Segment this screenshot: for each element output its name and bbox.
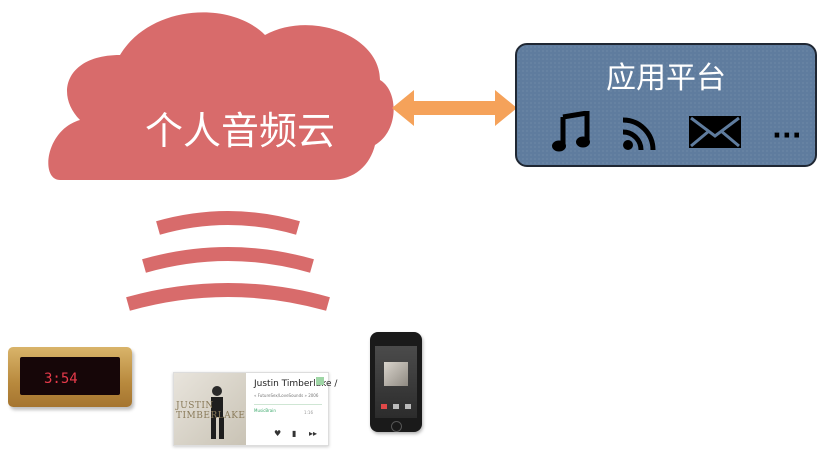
player-artist: Justin Timberlake / <box>254 379 338 389</box>
bidirectional-arrow-icon <box>392 90 517 126</box>
web-music-player: JUSTIN TIMBERLAKE Justin Timberlake / « … <box>173 372 337 446</box>
pause-badge-icon[interactable] <box>316 377 324 385</box>
player-time: 1:16 <box>304 410 313 415</box>
trash-icon[interactable]: ▮ <box>292 429 297 438</box>
application-platform-title: 应用平台 <box>606 61 726 96</box>
phone-album-art <box>384 362 408 386</box>
album-cover: JUSTIN TIMBERLAKE <box>174 373 246 445</box>
rss-feed-icon <box>622 117 656 151</box>
clock-time: 3:54 <box>44 371 78 387</box>
clock-display <box>20 357 120 395</box>
player-source-link[interactable]: MusicBrain <box>254 408 276 413</box>
smartphone-device <box>370 332 422 432</box>
player-divider <box>254 404 322 405</box>
album-brand-text: JUSTIN TIMBERLAKE <box>176 401 246 421</box>
envelope-icon <box>689 116 741 148</box>
phone-trash-icon[interactable] <box>393 404 399 409</box>
player-track: « FutureSex/LoveSounds » 2006 <box>254 393 319 398</box>
music-note-icon <box>552 111 590 152</box>
personal-audio-cloud-shape <box>48 12 394 181</box>
phone-screen <box>375 346 417 418</box>
heart-icon[interactable]: ♥ <box>274 429 282 438</box>
skip-forward-icon[interactable]: ▸▸ <box>309 429 318 438</box>
artist-figure-icon <box>211 386 224 439</box>
more-apps-label: ··· <box>772 121 802 151</box>
phone-heart-icon[interactable] <box>381 404 387 409</box>
phone-next-icon[interactable] <box>405 404 411 409</box>
wireless-signal-waves-icon <box>126 211 330 311</box>
clock-radio-case: 3:54 <box>8 347 132 407</box>
application-platform-panel: 应用平台 ··· <box>515 43 817 167</box>
personal-audio-cloud-label: 个人音频云 <box>144 109 335 153</box>
phone-home-button[interactable] <box>391 421 402 432</box>
clock-radio-device: 3:54 <box>8 347 136 411</box>
